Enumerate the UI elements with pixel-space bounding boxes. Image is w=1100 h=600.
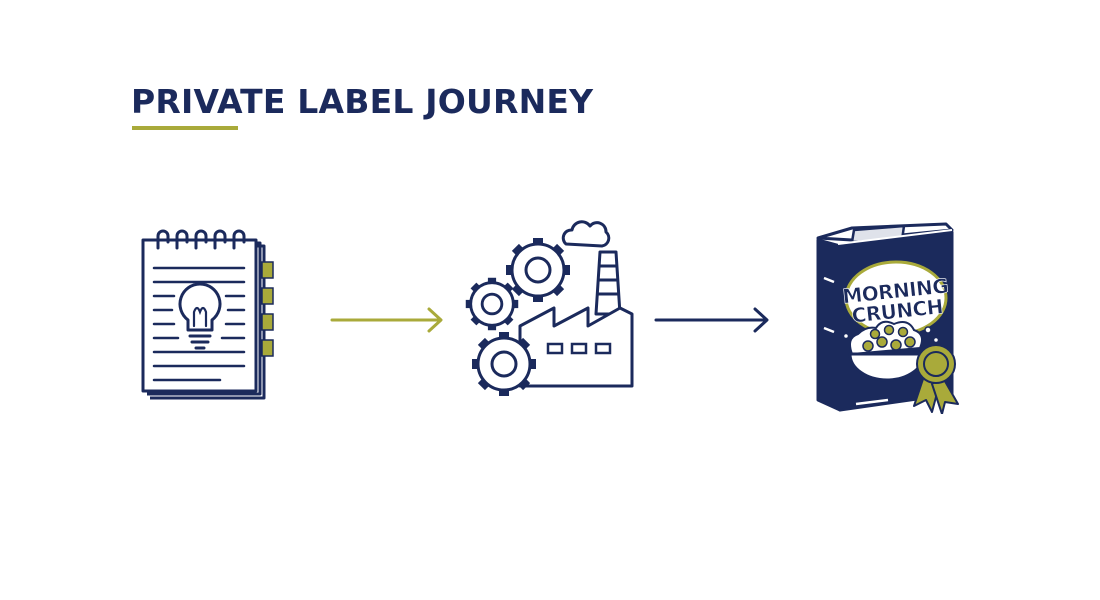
arrow-right-icon (654, 307, 769, 333)
award-ribbon-icon (913, 344, 959, 414)
title-underline (132, 126, 238, 130)
cereal-box-icon: MORNING CRUNCH (816, 222, 959, 414)
factory-gears-icon (462, 220, 634, 402)
page-title: PRIVATE LABEL JOURNEY (131, 82, 594, 121)
notebook-lightbulb-icon (141, 229, 274, 400)
cereal-bowl-image (842, 320, 940, 382)
arrow-right-icon (330, 307, 443, 333)
